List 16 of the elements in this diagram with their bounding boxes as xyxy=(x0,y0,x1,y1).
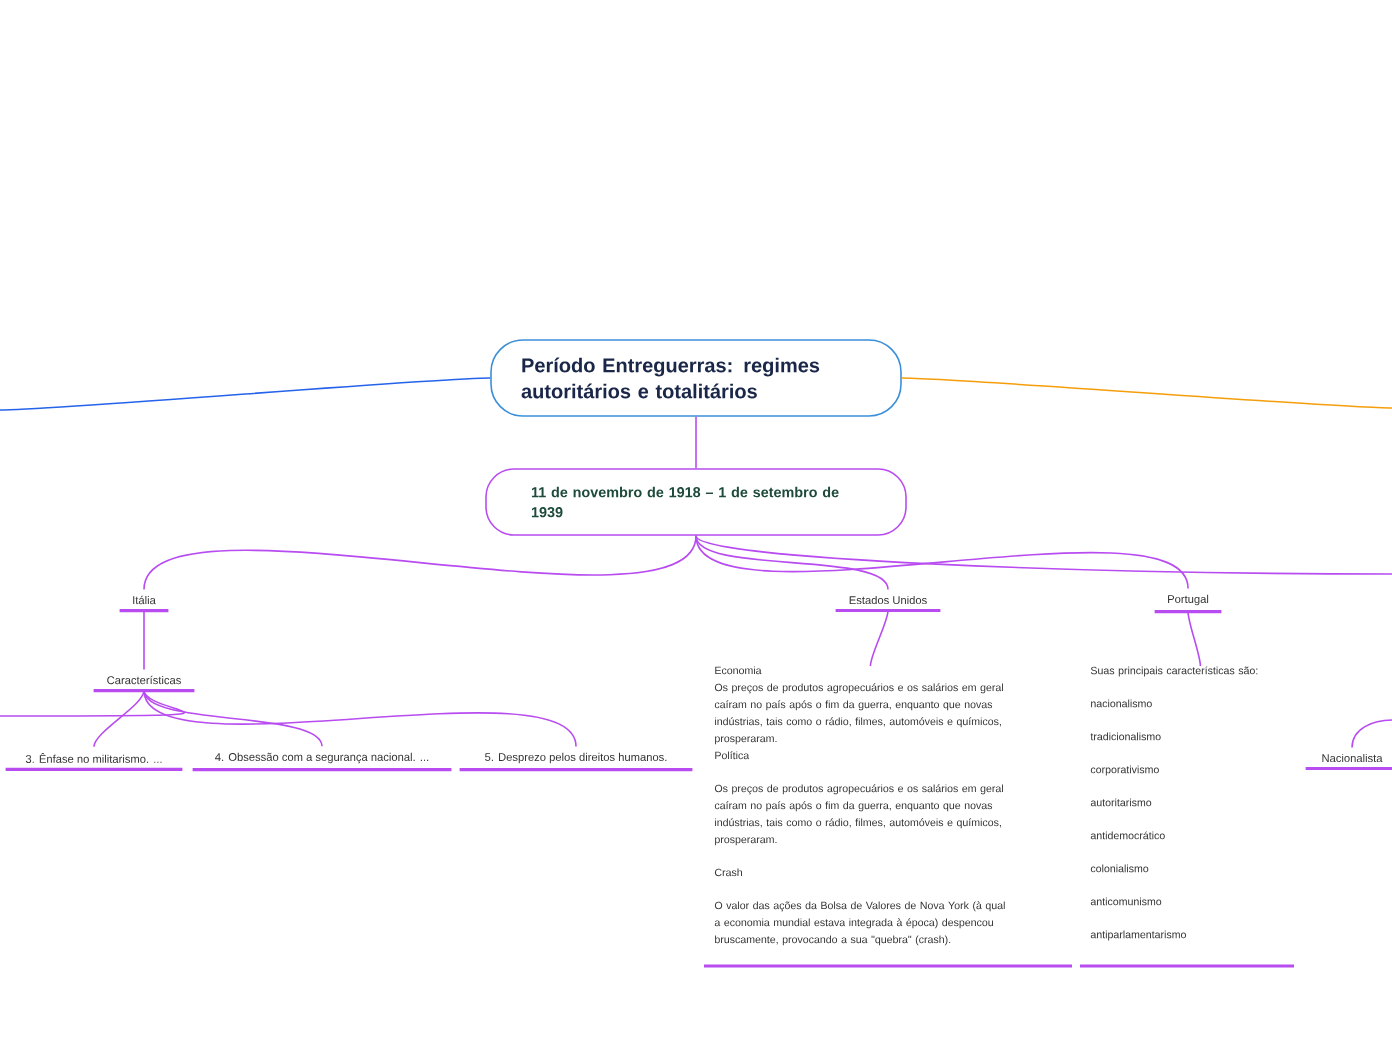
connector-line xyxy=(143,689,323,748)
connector-line xyxy=(869,609,889,667)
connector-line xyxy=(1187,610,1202,667)
connector-line xyxy=(695,535,889,591)
connector-line xyxy=(143,609,145,671)
connector-line xyxy=(93,689,145,748)
connector-line xyxy=(695,535,1189,590)
connector-line xyxy=(0,689,186,717)
connector-line xyxy=(1351,719,1392,749)
connector-line xyxy=(143,535,697,591)
connector-line xyxy=(143,689,577,748)
connector-line xyxy=(901,377,1392,409)
connector-line xyxy=(695,416,697,469)
connector-line xyxy=(695,535,1392,575)
connector-line xyxy=(0,377,491,411)
topic-box: Período Entreguerras: regimes autoritários e totalitários xyxy=(490,339,902,417)
